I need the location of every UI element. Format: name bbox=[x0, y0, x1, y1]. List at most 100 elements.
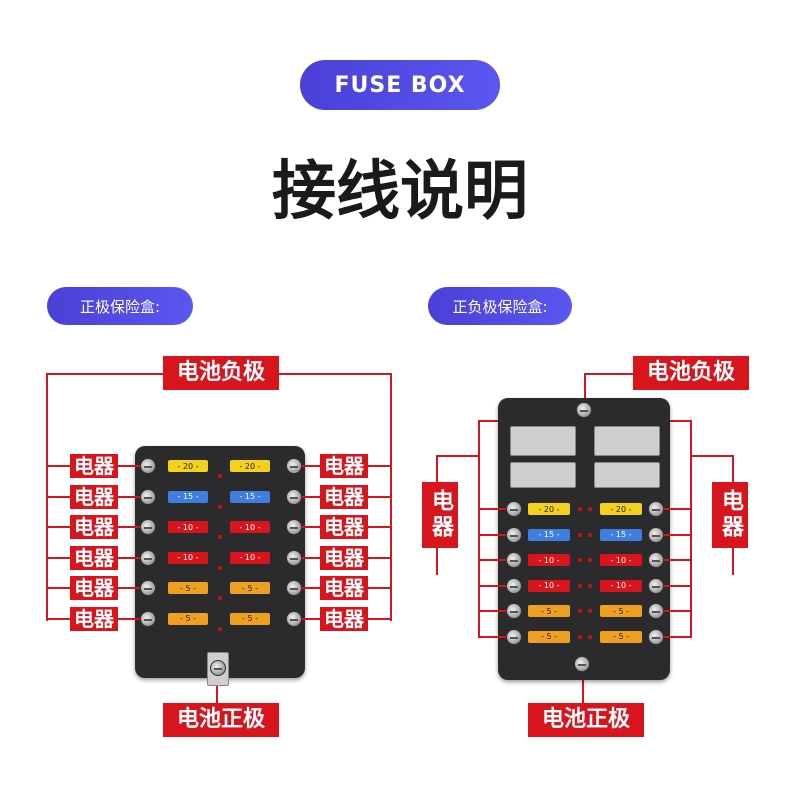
right-tag: 正负极保险盒: bbox=[428, 287, 572, 325]
left-wire-r bbox=[368, 556, 392, 559]
right-pos-stud-icon bbox=[574, 656, 590, 672]
left-fuse: - 20 - bbox=[168, 460, 208, 472]
left-wire-l bbox=[46, 556, 70, 559]
right-wire-r bbox=[662, 635, 692, 638]
left-led-indicator bbox=[218, 535, 222, 539]
right-fuse-l: - 5 - bbox=[528, 605, 570, 617]
left-appliance-label-l: 电器 bbox=[70, 576, 118, 600]
right-fuse-r: - 10 - bbox=[600, 579, 642, 592]
left-fuse-box bbox=[135, 446, 305, 678]
right-led-indicator bbox=[578, 507, 582, 511]
left-appliance-label-r: 电器 bbox=[320, 454, 368, 478]
left-wire-r-in bbox=[296, 465, 320, 467]
right-fuse-l: - 10 - bbox=[528, 579, 570, 592]
right-fuse-l: - 5 - bbox=[528, 630, 570, 643]
right-app-conn-r bbox=[690, 455, 734, 457]
left-led-indicator bbox=[218, 474, 222, 478]
right-led-indicator bbox=[578, 583, 582, 588]
right-led-indicator bbox=[578, 532, 582, 537]
right-neg-stud-icon bbox=[576, 402, 592, 418]
left-fuse: - 10 - bbox=[230, 551, 270, 564]
left-terminal-screw-icon bbox=[140, 580, 156, 596]
left-terminal-screw-icon bbox=[286, 580, 302, 596]
right-terminal-screw-icon bbox=[506, 552, 522, 568]
left-appliance-label-l: 电器 bbox=[70, 515, 118, 539]
right-terminal-screw-icon bbox=[506, 577, 522, 594]
left-terminal-screw-icon bbox=[140, 610, 156, 627]
right-terminal-screw-icon bbox=[648, 501, 664, 517]
right-led-indicator bbox=[588, 634, 592, 639]
right-pos-label: 电池正极 bbox=[528, 703, 644, 737]
left-terminal-screw-icon bbox=[286, 488, 302, 505]
right-terminal-screw-icon bbox=[506, 628, 522, 645]
left-wire-l-in bbox=[118, 587, 142, 589]
fuse-box-badge: FUSE BOX bbox=[300, 60, 500, 110]
left-led-indicator bbox=[218, 596, 222, 600]
left-appliance-label-r: 电器 bbox=[320, 606, 368, 631]
left-wire-r-in bbox=[296, 526, 320, 528]
left-wire-r bbox=[368, 495, 392, 498]
left-wire-r-in bbox=[296, 587, 320, 589]
right-wire-l bbox=[478, 635, 508, 638]
left-wire-l-in bbox=[118, 465, 142, 467]
right-led-indicator bbox=[578, 558, 582, 562]
right-led-indicator bbox=[578, 609, 582, 613]
right-app-conn-l bbox=[436, 455, 480, 457]
right-terminal-screw-icon bbox=[506, 603, 522, 619]
right-terminal-screw-icon bbox=[648, 628, 664, 645]
left-pos-stud-icon bbox=[210, 660, 226, 676]
left-terminal-screw-icon bbox=[140, 519, 156, 535]
right-neg-bus-bot-l bbox=[510, 462, 576, 488]
right-terminal-screw-icon bbox=[648, 577, 664, 594]
right-fuse-l: - 20 - bbox=[528, 503, 570, 515]
left-terminal-screw-icon bbox=[286, 519, 302, 535]
left-wire-r-in bbox=[296, 495, 320, 498]
left-fuse: - 10 - bbox=[168, 551, 208, 564]
right-pos-line bbox=[582, 670, 584, 706]
right-fuse-r: - 10 - bbox=[600, 554, 642, 566]
left-appliance-label-r: 电器 bbox=[320, 484, 368, 509]
left-wire-r bbox=[368, 587, 392, 589]
left-pos-line bbox=[216, 670, 218, 706]
left-fuse: - 5 - bbox=[230, 582, 270, 594]
right-fuse-r: - 20 - bbox=[600, 503, 642, 515]
right-terminal-screw-icon bbox=[506, 526, 522, 543]
left-terminal-screw-icon bbox=[286, 458, 302, 474]
right-fuse-r: - 5 - bbox=[600, 630, 642, 643]
left-fuse: - 5 - bbox=[168, 582, 208, 594]
left-fuse: - 10 - bbox=[230, 521, 270, 533]
right-terminal-screw-icon bbox=[648, 552, 664, 568]
left-wire-r bbox=[368, 465, 392, 467]
left-appliance-label-l: 电器 bbox=[70, 484, 118, 509]
right-led-indicator bbox=[588, 532, 592, 537]
right-bus-line-r bbox=[690, 420, 692, 636]
left-wire-r-in bbox=[296, 556, 320, 559]
left-wire-l bbox=[46, 526, 70, 528]
left-appliance-label-r: 电器 bbox=[320, 545, 368, 570]
left-led-indicator bbox=[218, 504, 222, 509]
right-led-indicator bbox=[588, 558, 592, 562]
left-terminal-screw-icon bbox=[286, 549, 302, 566]
right-fuse-l: - 10 - bbox=[528, 554, 570, 566]
right-led-indicator bbox=[588, 507, 592, 511]
left-fuse: - 5 - bbox=[168, 612, 208, 625]
left-appliance-label-r: 电器 bbox=[320, 515, 368, 539]
right-wire-l bbox=[478, 610, 508, 612]
left-wire-r-in bbox=[296, 617, 320, 620]
left-terminal-screw-icon bbox=[140, 488, 156, 505]
right-wire-l bbox=[478, 559, 508, 561]
right-wire-l bbox=[478, 584, 508, 587]
right-fuse-l: - 15 - bbox=[528, 528, 570, 541]
right-neg-bus-top-l bbox=[510, 426, 576, 456]
left-wire-l-in bbox=[118, 556, 142, 559]
left-wire-l bbox=[46, 587, 70, 589]
right-neg-label: 电池负极 bbox=[633, 356, 749, 390]
right-fuse-r: - 15 - bbox=[600, 528, 642, 541]
right-neg-bus-top-r bbox=[594, 426, 660, 456]
page-title: 接线说明 bbox=[272, 155, 528, 229]
left-pos-label: 电池正极 bbox=[163, 703, 279, 737]
right-wire-r bbox=[662, 584, 692, 587]
right-wire-r bbox=[662, 508, 692, 510]
right-wire-r bbox=[662, 559, 692, 561]
right-terminal-screw-icon bbox=[648, 603, 664, 619]
